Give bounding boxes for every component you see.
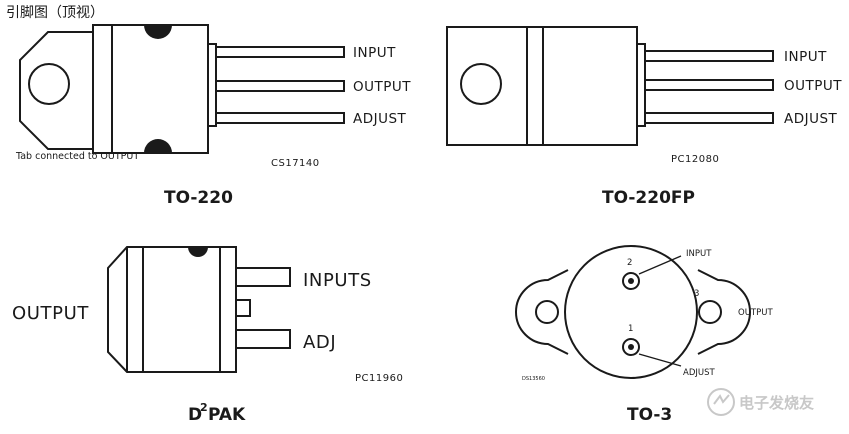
to220fp-code: PC12080: [671, 154, 719, 165]
to220fp-lead-3: [644, 112, 774, 124]
d2pak-lead-adj: [235, 329, 291, 349]
to3-mounting-hole-left: [535, 300, 559, 324]
to3-pin-2-dot: [628, 278, 634, 284]
to220fp-mounting-hole: [460, 63, 502, 105]
to220fp-lead-2: [644, 79, 774, 91]
to3-body: [564, 245, 698, 379]
to3-adjust-leader: [638, 353, 682, 367]
to220-lead-3: [215, 112, 345, 124]
d2pak-pin-inputs: INPUTS: [303, 270, 372, 291]
to220-notch-top: [144, 25, 172, 39]
to3-pin-1: [622, 338, 640, 356]
to3-code: DS13560: [522, 376, 545, 382]
to220-package: INPUT OUTPUT ADJUST Tab connected to OUT…: [15, 24, 411, 208]
to220fp-pin-adjust: ADJUST: [784, 111, 838, 127]
to220-notch-bottom: [144, 139, 172, 153]
to3-pin-1-dot: [628, 344, 634, 350]
d2pak-name-rest: PAK: [208, 405, 246, 425]
d2pak-notch: [188, 247, 208, 257]
to3-pin-adjust-label: ADJUST: [683, 368, 715, 378]
d2pak-pin-adj: ADJ: [303, 332, 336, 353]
d2pak-body-edge: [219, 246, 237, 373]
to220-lead-base: [207, 43, 217, 127]
page-title: 引脚图（顶视）: [6, 5, 104, 21]
to3-mounting-hole-right: [698, 300, 722, 324]
d2pak-code: PC11960: [355, 373, 403, 384]
to220fp-lead-1: [644, 50, 774, 62]
to220-lead-1: [215, 46, 345, 58]
d2pak-output-label: OUTPUT: [12, 303, 89, 324]
to220-pin-input: INPUT: [353, 45, 396, 61]
d2pak-package: OUTPUT INPUTS ADJ PC11960 D 2 PAK: [12, 246, 403, 425]
to3-pin-input-label: INPUT: [686, 249, 712, 259]
watermark-logo-mark: [713, 394, 730, 405]
to220fp-package: INPUT OUTPUT ADJUST PC12080 TO-220FP: [446, 26, 842, 208]
d2pak-lead-stub: [235, 299, 251, 317]
to3-pin-2: [622, 272, 640, 290]
d2pak-lead-input: [235, 267, 291, 287]
d2pak-tab: [107, 246, 221, 373]
to220fp-lead-base: [636, 43, 646, 127]
to220fp-pin-input: INPUT: [784, 49, 827, 65]
watermark-text: 电子发烧友: [739, 394, 814, 412]
to220fp-name: TO-220FP: [602, 188, 695, 208]
to3-name: TO-3: [627, 405, 672, 425]
to3-pin-3-number: 3: [694, 289, 699, 299]
to220-mounting-hole: [28, 63, 70, 105]
to3-input-leader: [638, 255, 682, 275]
to220-pin-output: OUTPUT: [353, 79, 411, 95]
to220-pin-adjust: ADJUST: [353, 111, 407, 127]
to220-body: [92, 24, 209, 154]
to3-package: 2 INPUT 1 ADJUST 3 OUTPUT DS13560 TO-3: [515, 245, 773, 425]
to220-tab-note: Tab connected to OUTPUT: [15, 151, 139, 162]
to220-name: TO-220: [164, 188, 233, 208]
to220-code: CS17140: [271, 158, 320, 169]
to3-flange: [515, 269, 751, 355]
watermark-logo-icon: [707, 388, 735, 416]
to3-output-label: OUTPUT: [738, 308, 773, 318]
d2pak-name-main: D: [188, 405, 202, 425]
to220fp-pin-output: OUTPUT: [784, 78, 842, 94]
d2pak-name-sup: 2: [200, 401, 208, 414]
to220-lead-2: [215, 80, 345, 92]
watermark: 电子发烧友: [707, 388, 814, 416]
to3-pin-1-number: 1: [628, 324, 633, 334]
to3-pin-2-number: 2: [627, 258, 632, 268]
